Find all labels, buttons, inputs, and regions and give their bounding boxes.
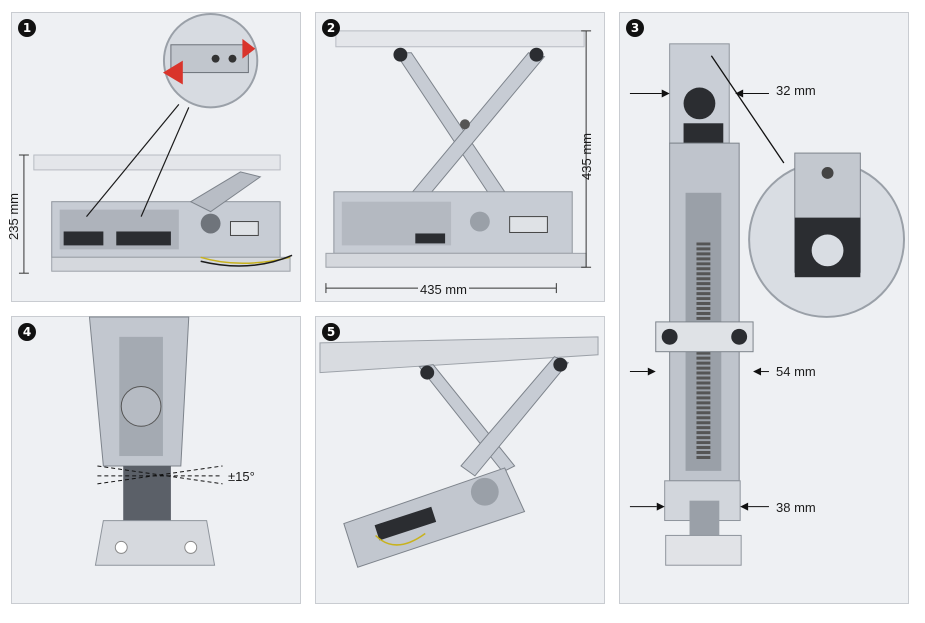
panel-number-badge: 4 [18, 323, 36, 341]
panel-number-badge: 1 [18, 19, 36, 37]
tilt-angle-label: ±15° [228, 469, 255, 484]
tilted-mechanism-illustration [319, 336, 599, 568]
dimension-label-middle: 54 mm [776, 364, 816, 379]
panel-number-badge: 5 [322, 323, 340, 341]
dimension-label-bottom: 38 mm [776, 500, 816, 515]
panel-2-lift-extended: 2 435 mm 435 mm [315, 12, 605, 302]
panel-number-badge: 3 [626, 19, 644, 37]
front-view-illustration [629, 43, 906, 566]
lift-mechanism-illustration [18, 13, 293, 274]
panel-5-tilted-position: 5 [315, 316, 605, 604]
dimension-label-height: 235 mm [5, 193, 21, 240]
dimension-label-width: 435 mm [418, 282, 469, 297]
panel-1-lift-mechanism-side: 1 235 mm [6, 12, 301, 302]
panel-4-tilt-joint: 4 ±15° [11, 316, 301, 604]
tilt-joint-illustration [88, 316, 223, 566]
panel-3-front-view: 3 32 mm 54 mm [619, 12, 909, 604]
dimension-label-top: 32 mm [776, 83, 816, 98]
panel-number-badge: 2 [322, 19, 340, 37]
scissor-lift-illustration [325, 30, 592, 294]
dimension-label-height: 435 mm [578, 133, 594, 180]
